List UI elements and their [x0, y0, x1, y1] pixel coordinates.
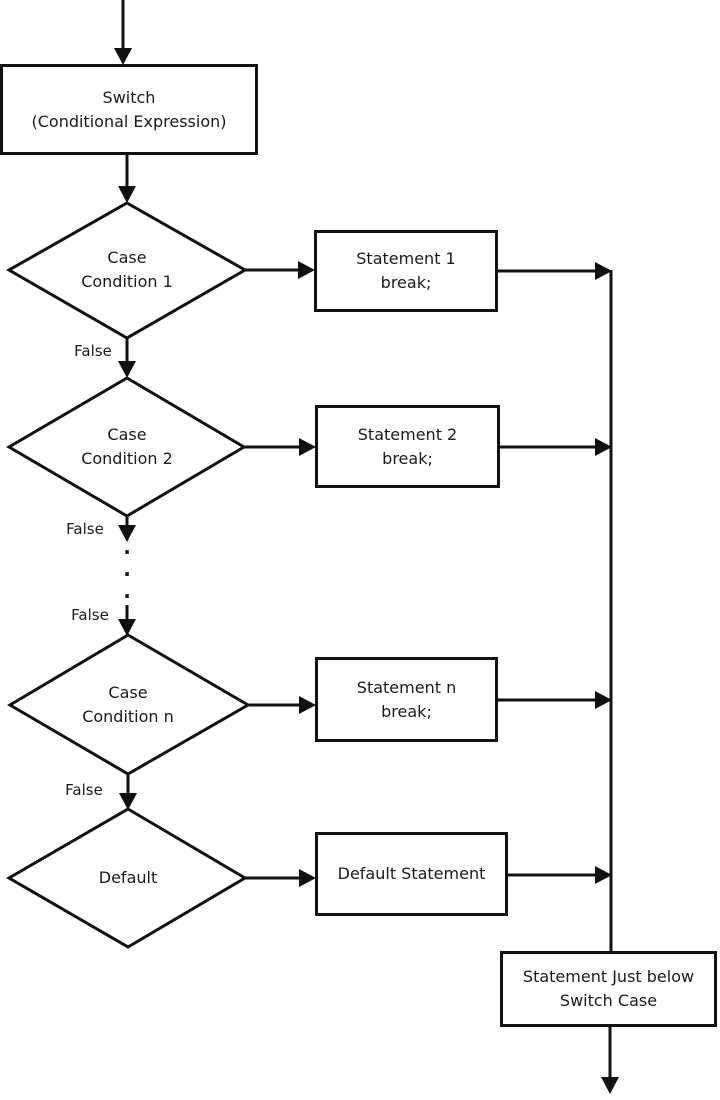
switch-node-label: Switch (Conditional Expression): [31, 87, 227, 131]
statement1-node: Statement 1 break;: [314, 230, 498, 312]
edge-statement2-to-rail: [500, 438, 612, 456]
statement2-node: Statement 2 break;: [315, 405, 500, 488]
edge-statement1-to-rail: [498, 262, 612, 280]
statement2-node-label: Statement 2 break;: [357, 424, 458, 468]
edge-exit-arrow: [601, 1027, 619, 1094]
below-switch-node: Statement Just below Switch Case: [500, 951, 717, 1027]
edge-default-statement-to-rail: [508, 866, 612, 884]
edge-case1-to-statement1: [245, 261, 315, 279]
false-label-1: False: [74, 342, 112, 360]
below-switch-node-label: Statement Just below Switch Case: [522, 967, 695, 1010]
switch-node: Switch (Conditional Expression): [0, 64, 258, 155]
edge-case-n-to-statement-n: [248, 696, 316, 714]
case2-diamond-label: Case Condition 2: [81, 425, 173, 468]
case-n-diamond-label: Case Condition n: [82, 683, 174, 726]
false-label-2: False: [66, 520, 104, 538]
default-statement-node-label: Default Statement: [337, 864, 486, 883]
default-statement-node: Default Statement: [315, 832, 508, 916]
edge-case1-false-to-case2: [118, 338, 136, 378]
edge-case2-to-statement2: [244, 438, 316, 456]
edge-case2-false-stub: [118, 516, 136, 542]
edge-default-to-default-statement: [245, 869, 316, 887]
false-label-4: False: [65, 781, 103, 799]
edge-entry-arrow: [114, 0, 132, 65]
default-diamond-label: Default: [98, 868, 158, 887]
cases-ellipsis: . . .: [123, 535, 131, 603]
default-diamond: [6, 807, 248, 949]
edge-switch-to-case1: [118, 155, 136, 203]
statement-n-node: Statement n break;: [315, 657, 498, 742]
edge-statement-n-to-rail: [498, 691, 612, 709]
edge-case-n-false-to-default: [119, 774, 137, 810]
false-label-3: False: [71, 606, 109, 624]
case1-diamond-label: Case Condition 1: [81, 248, 173, 291]
edge-ellipsis-to-case-n: [118, 605, 136, 636]
statement-n-node-label: Statement n break;: [356, 677, 457, 721]
statement1-node-label: Statement 1 break;: [356, 249, 456, 292]
